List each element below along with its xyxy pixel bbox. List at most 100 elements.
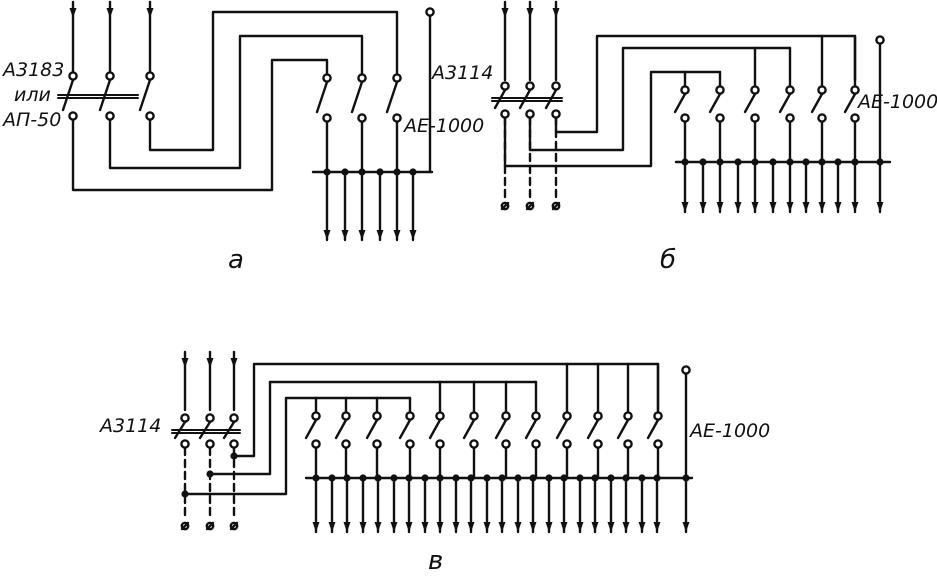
switch-bottom-terminal [322,113,332,123]
switch-top-terminal [750,85,760,95]
switch-top-terminal [680,85,690,95]
switch-top-terminal [341,411,351,421]
feeder-arrow-icon [681,202,689,212]
neutral-terminal-mark [551,201,561,211]
diagram-b-breaker-pole [673,92,687,114]
diagram-b-breaker-label: АЕ-1000 [858,91,937,113]
switch-top-terminal [501,411,511,421]
diagram-c-switch-label: А3114 [100,415,162,437]
feeder-arrow-icon [818,202,826,212]
diagram-a-switch-label-line-3: АП-50 [3,109,62,131]
diagram-a-caption: а [228,245,244,275]
feeder-arrow-icon [359,522,367,532]
feeder-arrow-icon [802,202,810,212]
switch-top-terminal [322,73,332,83]
switch-bottom-terminal [500,109,510,119]
feeder-arrow-icon [374,522,382,532]
feeder-arrow-icon [529,522,537,532]
feeder-arrow-icon [498,522,506,532]
neutral-terminal-mark [500,201,510,211]
neutral-terminal-mark [205,521,215,531]
switch-bottom-terminal [372,439,382,449]
feeder-arrow-icon [591,522,599,532]
supply-arrow-icon [181,358,189,368]
feeder-arrow-icon [682,522,690,532]
supply-arrow-icon [206,358,214,368]
switch-bottom-terminal [341,439,351,449]
diagram-c-breaker-label: АЕ-1000 [690,420,771,442]
switch-bottom-terminal [551,109,561,119]
diagram-c-breaker-pole [398,418,412,440]
diagram-b-caption: б [660,245,677,275]
switch-top-terminal [653,411,663,421]
neutral-terminal-mark [229,521,239,531]
diagram-b-phase-wire [554,34,857,134]
switch-bottom-terminal [145,111,155,121]
switch-bottom-terminal [229,439,239,449]
switch-top-terminal [562,411,572,421]
neutral-terminal-mark [525,201,535,211]
feeder-arrow-icon [514,522,522,532]
feeder-arrow-icon [421,522,429,532]
switch-bottom-terminal [785,113,795,123]
switch-top-terminal [715,85,725,95]
feeder-arrow-icon [786,202,794,212]
switch-top-terminal [593,411,603,421]
feeder-arrow-icon [452,522,460,532]
switch-bottom-terminal [105,111,115,121]
switch-top-terminal [357,73,367,83]
supply-arrow-icon [526,8,534,18]
feeder-arrow-icon [328,522,336,532]
switch-top-terminal [372,411,382,421]
diagram-a-phase-wire [148,10,399,152]
switch-top-terminal [180,413,190,423]
diagram-c-caption: в [428,546,444,576]
switch-top-terminal [405,411,415,421]
switch-bottom-terminal [750,113,760,123]
feeder-arrow-icon [734,202,742,212]
switch-bottom-terminal [623,439,633,449]
switch-bottom-terminal [501,439,511,449]
switch-top-terminal [817,85,827,95]
diagram-a-breaker-pole [350,80,364,114]
switch-top-terminal [105,71,115,81]
diagram-b-breaker-pole [778,92,792,114]
switch-bottom-terminal [680,113,690,123]
feeder-arrow-icon [607,522,615,532]
diagram-b-breaker-pole [810,92,824,114]
switch-bottom-terminal [435,439,445,449]
switch-top-terminal [525,81,535,91]
switch-top-terminal [500,81,510,91]
switch-top-terminal [531,411,541,421]
feeder-arrow-icon [390,522,398,532]
switch-bottom-terminal [562,439,572,449]
switch-bottom-terminal [593,439,603,449]
supply-arrow-icon [230,358,238,368]
diagram-a-switch-label-line-1: А3183 [3,59,65,81]
supply-arrow-icon [69,8,77,18]
switch-bottom-terminal [469,439,479,449]
feeder-arrow-icon [560,522,568,532]
switch-top-terminal [551,81,561,91]
feeder-arrow-icon [851,202,859,212]
switch-bottom-terminal [311,439,321,449]
diagram-b-breaker-pole [843,92,857,114]
diagram-c-breaker-pole [304,418,318,440]
diagram-b-phase-wire [503,70,722,168]
diagram-c-breaker-pole [494,418,508,440]
supply-arrow-icon [106,8,114,18]
diagram-a-breaker-label: АЕ-1000 [404,115,485,137]
diagram-c-breaker-pole [462,418,476,440]
supply-arrow-icon [552,8,560,18]
diagram-c-breaker-pole [616,418,630,440]
diagram-c-breaker-pole [586,418,600,440]
switch-top-terminal [435,411,445,421]
switch-bottom-terminal [850,113,860,123]
feeder-arrow-icon [405,522,413,532]
switch-bottom-terminal [205,439,215,449]
switch-top-terminal [392,73,402,83]
switch-top-terminal [311,411,321,421]
switch-top-terminal [469,411,479,421]
feeder-arrow-icon [653,522,661,532]
